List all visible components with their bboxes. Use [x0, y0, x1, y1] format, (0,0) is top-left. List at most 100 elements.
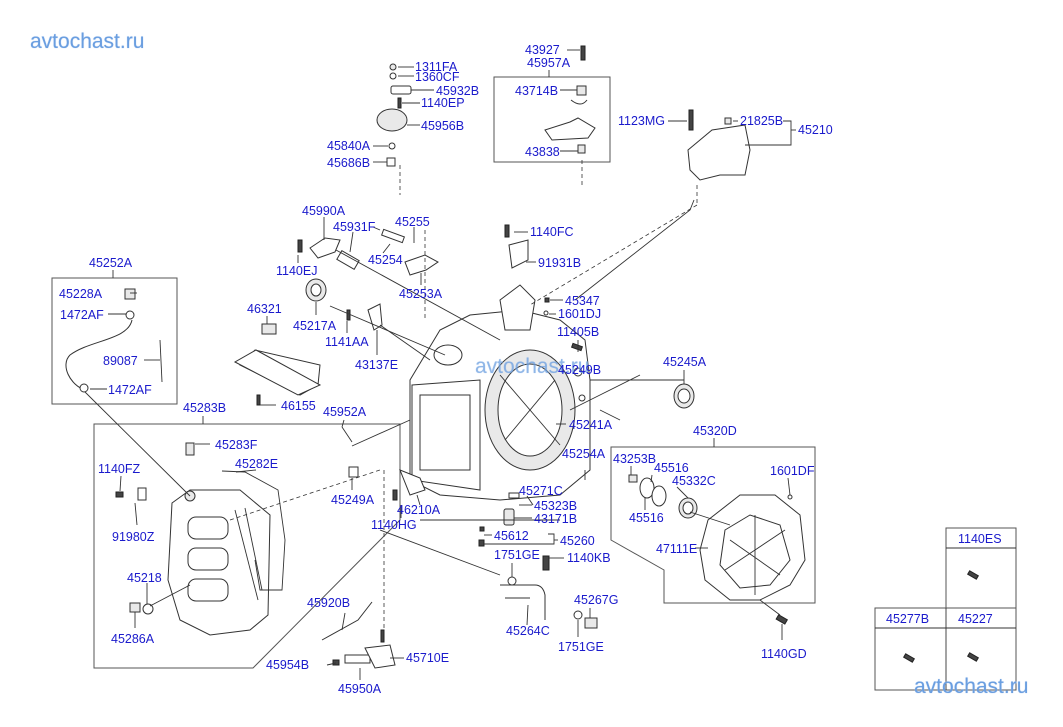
part-label-45954B[interactable]: 45954B: [266, 658, 310, 672]
breather-hose: [65, 319, 133, 391]
part-label-45612[interactable]: 45612: [494, 529, 529, 543]
part-label-45254A[interactable]: 45254A: [562, 447, 606, 461]
watermark-top-left: avtochast.ru: [30, 30, 145, 53]
bracket-45950A: [344, 654, 371, 664]
part-label-1472AF-bottom[interactable]: 1472AF: [108, 383, 152, 397]
part-label-1141AA[interactable]: 1141AA: [325, 335, 369, 349]
watermark-center: avtochast.ru: [475, 355, 590, 378]
part-label-45255[interactable]: 45255: [395, 215, 430, 229]
lever-45932B: [390, 85, 412, 95]
part-label-45267G[interactable]: 45267G: [574, 593, 619, 607]
part-label-45249B[interactable]: 45249B: [558, 363, 602, 377]
part-label-1140FC[interactable]: 1140FC: [530, 225, 574, 239]
part-label-45840A[interactable]: 45840A: [327, 139, 371, 153]
part-label-45931F[interactable]: 45931F: [333, 220, 376, 234]
part-label-45516-top[interactable]: 45516: [654, 461, 689, 475]
part-label-43253B[interactable]: 43253B: [613, 452, 657, 466]
part-label-1751GE-top[interactable]: 1751GE: [494, 548, 540, 562]
legend-label-1140ES[interactable]: 1140ES: [958, 532, 1002, 546]
washer-45218: [142, 603, 154, 615]
part-label-43171B[interactable]: 43171B: [534, 512, 578, 526]
part-label-1360CF[interactable]: 1360CF: [415, 70, 460, 84]
part-label-1140EJ[interactable]: 1140EJ: [276, 264, 318, 278]
part-label-45347[interactable]: 45347: [565, 294, 600, 308]
part-label-1751GE-bottom[interactable]: 1751GE: [558, 640, 604, 654]
fastener-legend-table: [874, 527, 1017, 691]
part-label-1601DF[interactable]: 1601DF: [770, 464, 815, 478]
pin-45952A: [341, 426, 353, 443]
part-label-45217A[interactable]: 45217A: [293, 319, 337, 333]
plug-45249A: [348, 466, 359, 478]
part-label-45264C[interactable]: 45264C: [506, 624, 550, 638]
plug-43253B: [628, 474, 638, 483]
part-label-45952A[interactable]: 45952A: [323, 405, 367, 419]
part-label-45249A[interactable]: 45249A: [331, 493, 375, 507]
part-label-1140KB[interactable]: 1140KB: [567, 551, 611, 565]
plug-45286A: [129, 602, 141, 613]
bolt-icon: [966, 568, 980, 578]
group-box-45283B: [93, 423, 401, 669]
part-label-1140EP[interactable]: 1140EP: [421, 96, 465, 110]
legend-label-45227[interactable]: 45227: [958, 612, 993, 626]
part-label-1311FA[interactable]: 1311FA: [415, 60, 458, 74]
part-label-11405B[interactable]: 11405B: [557, 325, 600, 339]
part-label-45241A[interactable]: 45241A: [569, 418, 613, 432]
part-label-45932B[interactable]: 45932B: [436, 84, 480, 98]
part-label-45218[interactable]: 45218: [127, 571, 162, 585]
part-label-45516-bottom[interactable]: 45516: [629, 511, 664, 525]
part-label-45990A[interactable]: 45990A: [302, 204, 346, 218]
part-label-45271C[interactable]: 45271C: [519, 484, 563, 498]
part-label-46155[interactable]: 46155: [281, 399, 316, 413]
part-label-45920B[interactable]: 45920B: [307, 596, 351, 610]
part-label-45286A[interactable]: 45286A: [111, 632, 155, 646]
part-label-1123MG[interactable]: 1123MG: [618, 114, 666, 128]
part-label-43838[interactable]: 43838: [525, 145, 560, 159]
part-label-45253A[interactable]: 45253A: [399, 287, 443, 301]
part-label-45332C[interactable]: 45332C: [672, 474, 716, 488]
part-label-46210A[interactable]: 46210A: [397, 503, 441, 517]
bolt-icon: [966, 650, 980, 660]
part-label-45228A[interactable]: 45228A: [59, 287, 103, 301]
part-label-1472AF-top[interactable]: 1472AF: [60, 308, 104, 322]
part-label-45710E[interactable]: 45710E: [406, 651, 450, 665]
part-label-45210[interactable]: 45210: [798, 123, 833, 137]
oil-pan: [167, 489, 271, 636]
part-label-45950A[interactable]: 45950A: [338, 682, 382, 696]
group-box-45957A: [493, 76, 611, 163]
part-label-45320D[interactable]: 45320D: [693, 424, 737, 438]
transmission-case-45241A: [409, 284, 591, 501]
part-label-1601DJ[interactable]: 1601DJ: [558, 307, 602, 321]
part-label-1140GD[interactable]: 1140GD: [761, 647, 807, 661]
legend-label-45277B[interactable]: 45277B: [886, 612, 930, 626]
oring-45516-a: [639, 477, 655, 499]
part-label-45956B[interactable]: 45956B: [421, 119, 465, 133]
part-label-45254[interactable]: 45254: [368, 253, 403, 267]
part-label-45282E[interactable]: 45282E: [235, 457, 279, 471]
oil-filter: [233, 323, 322, 396]
part-label-45323B[interactable]: 45323B: [534, 499, 578, 513]
breather-45228A: [124, 288, 136, 300]
part-label-21825B[interactable]: 21825B: [740, 114, 784, 128]
part-label-45957A[interactable]: 45957A: [527, 56, 571, 70]
part-label-43714B[interactable]: 43714B: [515, 84, 559, 98]
part-label-45686B[interactable]: 45686B: [327, 156, 371, 170]
part-label-46321[interactable]: 46321: [247, 302, 282, 316]
part-label-43137E[interactable]: 43137E: [355, 358, 399, 372]
part-label-1140FZ[interactable]: 1140FZ: [98, 462, 141, 476]
watermark-bottom-right: avtochast.ru: [914, 675, 1029, 698]
tie-89087: [159, 339, 163, 383]
part-label-45283F[interactable]: 45283F: [215, 438, 258, 452]
part-label-45252A[interactable]: 45252A: [89, 256, 133, 270]
part-label-1140HG[interactable]: 1140HG: [371, 518, 417, 532]
part-label-47111E[interactable]: 47111E: [656, 542, 698, 556]
part-label-91980Z[interactable]: 91980Z: [112, 530, 155, 544]
part-label-45283B[interactable]: 45283B: [183, 401, 227, 415]
part-label-45260[interactable]: 45260: [560, 534, 595, 548]
group-box-45320D: [610, 446, 816, 604]
part-label-43927[interactable]: 43927: [525, 43, 560, 57]
part-label-91931B[interactable]: 91931B: [538, 256, 582, 270]
part-label-89087[interactable]: 89087: [103, 354, 138, 368]
plug-45283F: [185, 442, 195, 456]
part-label-45245A[interactable]: 45245A: [663, 355, 707, 369]
side-cover-47111E: [699, 494, 806, 601]
